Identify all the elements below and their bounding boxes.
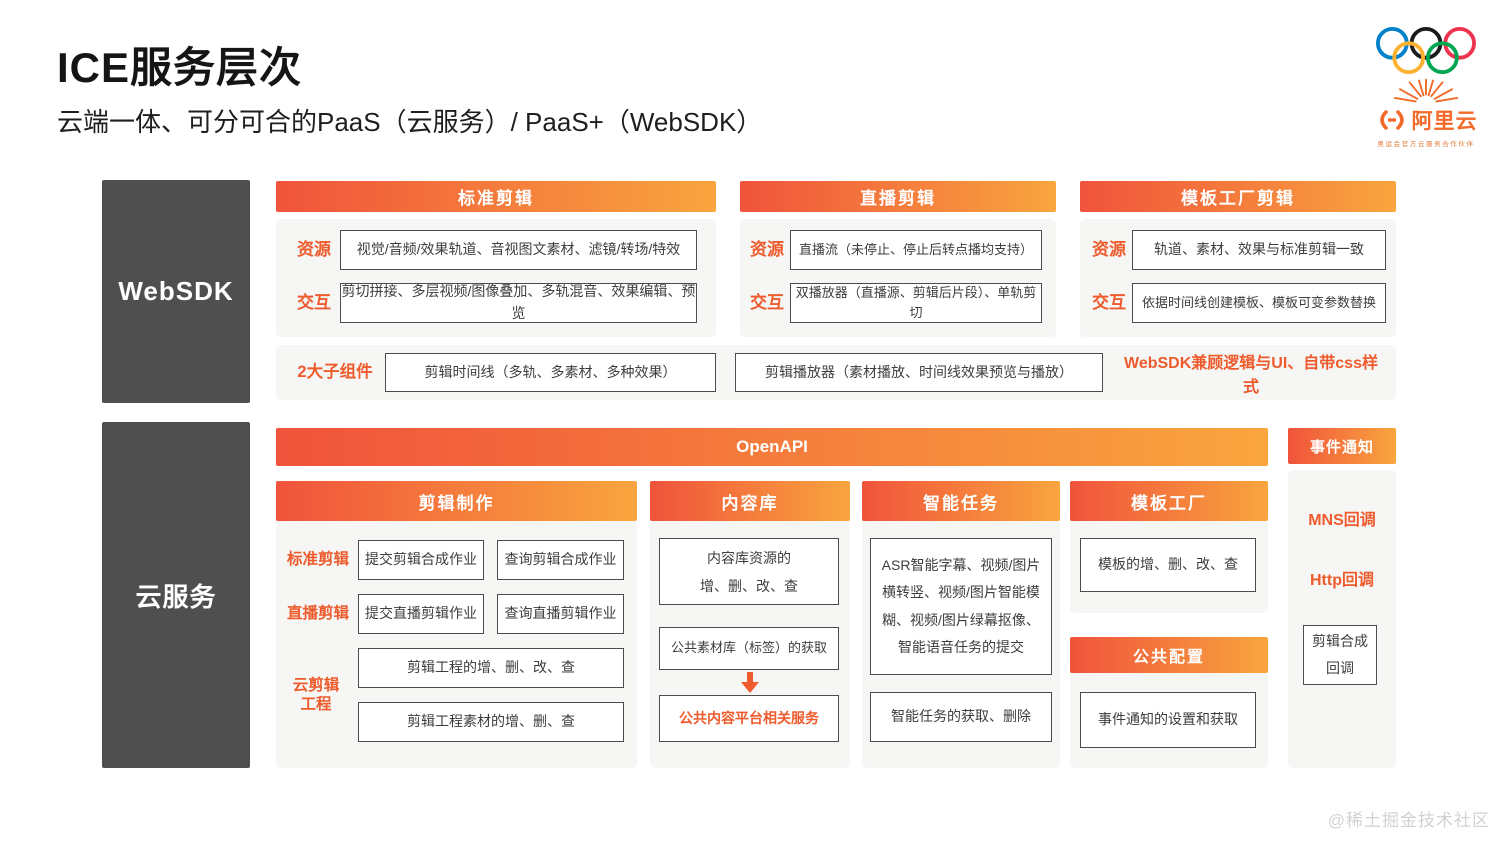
label-two-components: 2大子组件 <box>297 363 373 382</box>
box-submit-live-job: 提交直播剪辑作业 <box>358 594 484 634</box>
header-common-config: 公共配置 <box>1070 637 1268 673</box>
websdk-block-label: WebSDK <box>102 180 250 403</box>
panel-standard-editing: 资源 视觉/音频/效果轨道、音视图文素材、滤镜/转场/特效 交互 剪切拼接、多层… <box>276 219 716 337</box>
down-arrow-icon <box>741 672 759 693</box>
header-live-editing: 直播剪辑 <box>740 181 1056 212</box>
header-media-library: 内容库 <box>650 481 850 521</box>
header-template-factory: 模板工厂 <box>1070 481 1268 521</box>
panel-smart-tasks: ASR智能字幕、视频/图片横转竖、视频/图片智能模糊、视频/图片绿幕抠像、智能语… <box>862 521 1060 768</box>
olympic-rings-icon <box>1376 26 1476 75</box>
openapi-bar: OpenAPI <box>276 428 1268 466</box>
box-template-resource: 轨道、素材、效果与标准剪辑一致 <box>1132 230 1386 270</box>
label-mns-callback: MNS回调 <box>1308 512 1376 529</box>
box-standard-resource: 视觉/音频/效果轨道、音视图文素材、滤镜/转场/特效 <box>340 230 697 270</box>
panel-template-editing: 资源 轨道、素材、效果与标准剪辑一致 交互 依据时间线创建模板、模板可变参数替换 <box>1080 219 1396 337</box>
panel-template-factory: 模板的增、删、改、查 <box>1070 521 1268 613</box>
box-standard-interaction: 剪切拼接、多层视频/图像叠加、多轨混音、效果编辑、预览 <box>340 283 697 323</box>
panel-event-notify: MNS回调 Http回调 剪辑合成 回调 <box>1288 470 1396 768</box>
box-library-crud-line2: 增、删、改、查 <box>700 577 798 594</box>
label-standard-editing: 标准剪辑 <box>286 551 349 569</box>
box-editing-player: 剪辑播放器（素材播放、时间线效果预览与播放） <box>735 353 1103 392</box>
box-live-interaction: 双播放器（直播源、剪辑后片段）、单轨剪切 <box>790 283 1042 323</box>
label-interaction: 交互 <box>750 293 784 313</box>
box-template-crud: 模板的增、删、改、查 <box>1080 538 1256 592</box>
box-template-interaction: 依据时间线创建模板、模板可变参数替换 <box>1132 283 1386 323</box>
box-edit-synthesis-callback-line1: 剪辑合成 <box>1312 633 1368 650</box>
box-edit-synthesis-callback-line2: 回调 <box>1326 660 1354 676</box>
box-live-resource: 直播流（未停止、停止后转点播均支持） <box>790 230 1042 270</box>
box-edit-synthesis-callback: 剪辑合成 回调 <box>1303 625 1377 685</box>
alibaba-cloud-mark-icon <box>1379 110 1404 130</box>
box-project-material-crud: 剪辑工程素材的增、删、查 <box>358 702 624 742</box>
panel-live-editing: 资源 直播流（未停止、停止后转点播均支持） 交互 双播放器（直播源、剪辑后片段）… <box>740 219 1056 337</box>
header-editing-production: 剪辑制作 <box>276 481 637 521</box>
panel-editing-production: 标准剪辑 提交剪辑合成作业 查询剪辑合成作业 直播剪辑 提交直播剪辑作业 查询直… <box>276 521 637 768</box>
header-event-notify: 事件通知 <box>1288 428 1396 464</box>
logo-brand-row: 阿里云 <box>1375 105 1478 135</box>
label-interaction: 交互 <box>1092 293 1126 313</box>
label-live-editing: 直播剪辑 <box>286 605 349 623</box>
watermark: @稀土掘金技术社区 <box>1327 811 1490 830</box>
note-websdk-ui: WebSDK兼顾逻辑与UI、自带css样式 <box>1124 354 1378 396</box>
cloud-block-label: 云服务 <box>102 422 250 768</box>
label-resource: 资源 <box>1092 240 1126 260</box>
page-subtitle: 云端一体、可分可合的PaaS（云服务）/ PaaS+（WebSDK） <box>57 107 763 137</box>
header-smart-tasks: 智能任务 <box>862 481 1060 521</box>
panel-media-library: 内容库资源的 增、删、改、查 公共素材库（标签）的获取 公共内容平台相关服务 <box>650 521 850 768</box>
box-public-material: 公共素材库（标签）的获取 <box>659 627 839 670</box>
header-standard-editing: 标准剪辑 <box>276 181 716 212</box>
box-smart-task-get-delete: 智能任务的获取、删除 <box>870 692 1052 742</box>
label-resource: 资源 <box>750 240 784 260</box>
logo-tagline: 奥运会官方云服务合作伙伴 <box>1377 141 1475 148</box>
panel-common-config: 事件通知的设置和获取 <box>1070 673 1268 768</box>
box-editing-timeline: 剪辑时间线（多轨、多素材、多种效果） <box>385 353 716 392</box>
label-interaction: 交互 <box>297 293 331 313</box>
label-resource: 资源 <box>297 240 331 260</box>
box-submit-edit-job: 提交剪辑合成作业 <box>358 540 484 580</box>
box-query-live-job: 查询直播剪辑作业 <box>497 594 624 634</box>
header-template-factory-editing: 模板工厂剪辑 <box>1080 181 1396 212</box>
page-title: ICE服务层次 <box>57 44 303 91</box>
box-public-content-platform: 公共内容平台相关服务 <box>659 695 839 742</box>
logo-rays-icon <box>1393 78 1459 103</box>
label-http-callback: Http回调 <box>1310 572 1374 589</box>
logo-brand-text: 阿里云 <box>1411 110 1478 133</box>
box-query-edit-job: 查询剪辑合成作业 <box>497 540 624 580</box>
box-library-crud-line1: 内容库资源的 <box>707 549 791 566</box>
box-project-crud: 剪辑工程的增、删、改、查 <box>358 648 624 688</box>
label-cloud-editing-project: 云剪辑工程 <box>292 676 340 713</box>
panel-two-components: 2大子组件 剪辑时间线（多轨、多素材、多种效果） 剪辑播放器（素材播放、时间线效… <box>276 345 1396 400</box>
box-event-notify-config: 事件通知的设置和获取 <box>1080 692 1256 748</box>
box-library-crud: 内容库资源的 增、删、改、查 <box>659 538 839 605</box>
box-smart-task-submit: ASR智能字幕、视频/图片横转竖、视频/图片智能模糊、视频/图片绿幕抠像、智能语… <box>870 538 1052 675</box>
alibaba-cloud-olympic-logo: 阿里云 奥运会官方云服务合作伙伴 <box>1364 26 1488 148</box>
